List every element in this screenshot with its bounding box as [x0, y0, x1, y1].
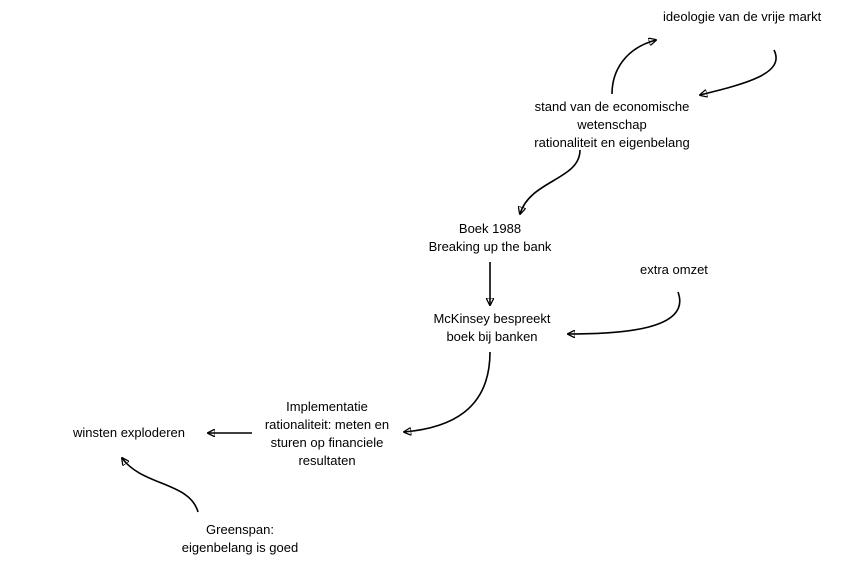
node-text: Implementatie [286, 399, 368, 414]
node-extra-omzet: extra omzet [640, 261, 708, 279]
node-winsten: winsten exploderen [73, 424, 185, 442]
node-boek-1988: Boek 1988 Breaking up the bank [420, 220, 560, 256]
node-text: wetenschap [577, 117, 647, 132]
node-text: boek bij banken [446, 329, 538, 344]
arrow-mckinsey-to-implementatie [404, 351, 491, 432]
node-greenspan: Greenspan: eigenbelang is goed [170, 521, 310, 557]
node-text: McKinsey bespreekt [433, 311, 551, 326]
node-economische-wetenschap: stand van de economische wetenschap rati… [529, 98, 695, 152]
node-text: stand van de economische [534, 99, 690, 114]
arrow-wetenschap-to-vrije-markt [611, 40, 656, 95]
node-text: resultaten [298, 453, 356, 468]
arrow-vrije-markt-to-wetenschap [700, 49, 777, 95]
arrow-greenspan-to-winsten [122, 458, 199, 513]
node-text: rationaliteit en eigenbelang [534, 135, 690, 150]
node-text: sturen op financiele [270, 435, 384, 450]
node-text: winsten exploderen [73, 425, 186, 440]
node-text: extra omzet [640, 262, 708, 277]
node-text: Breaking up the bank [428, 239, 552, 254]
node-text: rationaliteit: meten en [264, 417, 390, 432]
node-text: ideologie van de vrije markt [663, 9, 822, 24]
arrow-wetenschap-to-boek [520, 149, 581, 214]
node-implementatie: Implementatie rationaliteit: meten en st… [254, 398, 400, 470]
node-text: eigenbelang is goed [181, 540, 299, 555]
node-text: Boek 1988 [458, 221, 522, 236]
node-vrije-markt: ideologie van de vrije markt [663, 8, 821, 26]
node-mckinsey: McKinsey bespreekt boek bij banken [425, 310, 559, 346]
arrow-extra-omzet-to-mckinsey [568, 291, 681, 334]
node-text: Greenspan: [206, 522, 274, 537]
